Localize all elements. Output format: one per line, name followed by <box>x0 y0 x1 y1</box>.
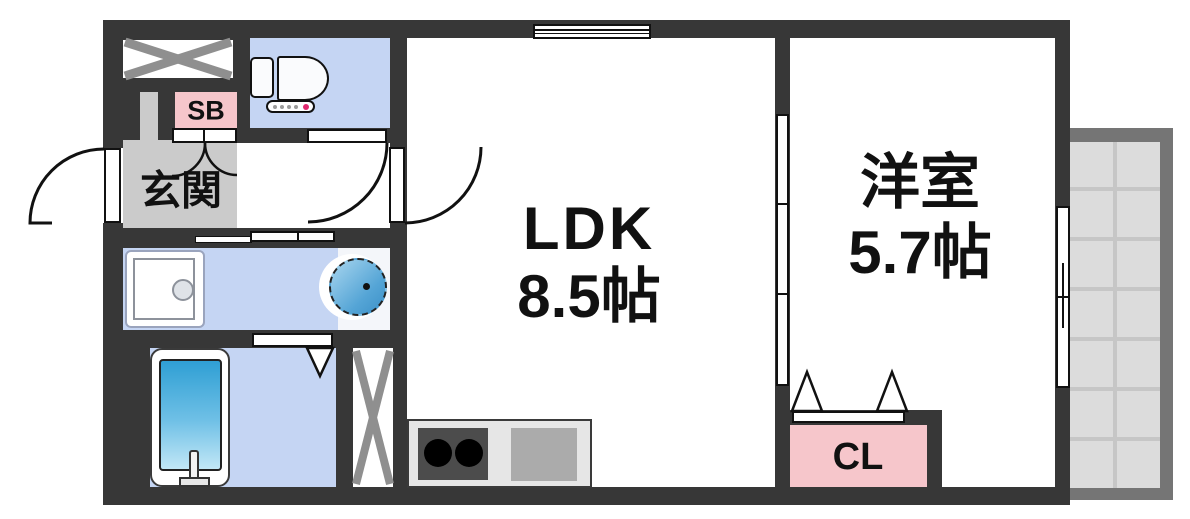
hallway-floor <box>237 143 390 228</box>
balcony-grid-line <box>1070 387 1160 391</box>
panel-dot <box>294 104 298 109</box>
panel-dot-accent <box>303 103 309 110</box>
shoe-box <box>175 92 237 128</box>
closet-door-header <box>792 411 905 423</box>
closet-wall-right <box>927 410 942 505</box>
western-slide-door <box>776 114 789 386</box>
basin-drain-dot <box>363 283 370 290</box>
shoe-box-door-header <box>172 128 237 143</box>
toilet-door-header <box>307 129 387 143</box>
balcony-grid-line <box>1070 187 1160 191</box>
balcony-grid-line <box>1070 437 1160 441</box>
toilet-control-panel <box>266 100 315 113</box>
shoe-box-label: SB <box>187 95 225 126</box>
entrance-door-arc <box>28 147 105 225</box>
closet-label: CL <box>832 436 884 478</box>
wall-bottom <box>407 487 775 505</box>
toilet-tank <box>250 57 274 98</box>
ldk-door-leaf <box>389 147 405 223</box>
closet-box <box>790 425 927 487</box>
faucet-stem <box>189 450 199 480</box>
door-divider <box>778 293 787 295</box>
pipe-space-top <box>123 40 233 78</box>
kitchen-sink <box>511 428 577 481</box>
genkan-label: 玄関 <box>140 167 222 214</box>
panel-dot <box>280 104 284 109</box>
bath-door-header <box>252 333 333 347</box>
ldk-top-window <box>533 24 651 39</box>
western-room-label: 洋室 <box>860 149 980 216</box>
pipe-space-bottom <box>353 348 393 487</box>
genkan-strip <box>140 92 158 140</box>
western-balcony-window <box>1056 206 1070 388</box>
entrance-door-leaf <box>104 148 121 223</box>
door-divider <box>778 203 787 205</box>
door-divider <box>203 130 205 141</box>
stove-burner <box>455 439 483 467</box>
hall-slide-door-panel <box>195 236 252 243</box>
balcony-grid-line <box>1113 142 1117 488</box>
wash-basin <box>329 258 387 316</box>
faucet-base <box>179 477 210 487</box>
ldk-room-size: 8.5帖 <box>517 263 661 330</box>
ldk-room-label: LDK <box>522 195 656 262</box>
balcony-grid-line <box>1070 287 1160 291</box>
balcony-grid-line <box>1070 237 1160 241</box>
toilet-bowl <box>277 56 329 101</box>
window-sash-line <box>535 32 649 34</box>
panel-dot <box>273 104 277 109</box>
ldk-floor <box>407 38 775 487</box>
western-room-size: 5.7帖 <box>848 219 992 286</box>
stove-burner <box>424 439 452 467</box>
panel-dot <box>287 104 291 109</box>
door-divider <box>297 233 299 240</box>
balcony-grid-line <box>1070 337 1160 341</box>
washing-machine-drain <box>172 279 194 301</box>
washing-machine-pan <box>125 250 205 328</box>
window-sash-line <box>1062 263 1064 328</box>
hall-slide-door-panel <box>250 231 335 242</box>
window-sash-line <box>535 29 649 31</box>
balcony-floor <box>1070 142 1160 488</box>
